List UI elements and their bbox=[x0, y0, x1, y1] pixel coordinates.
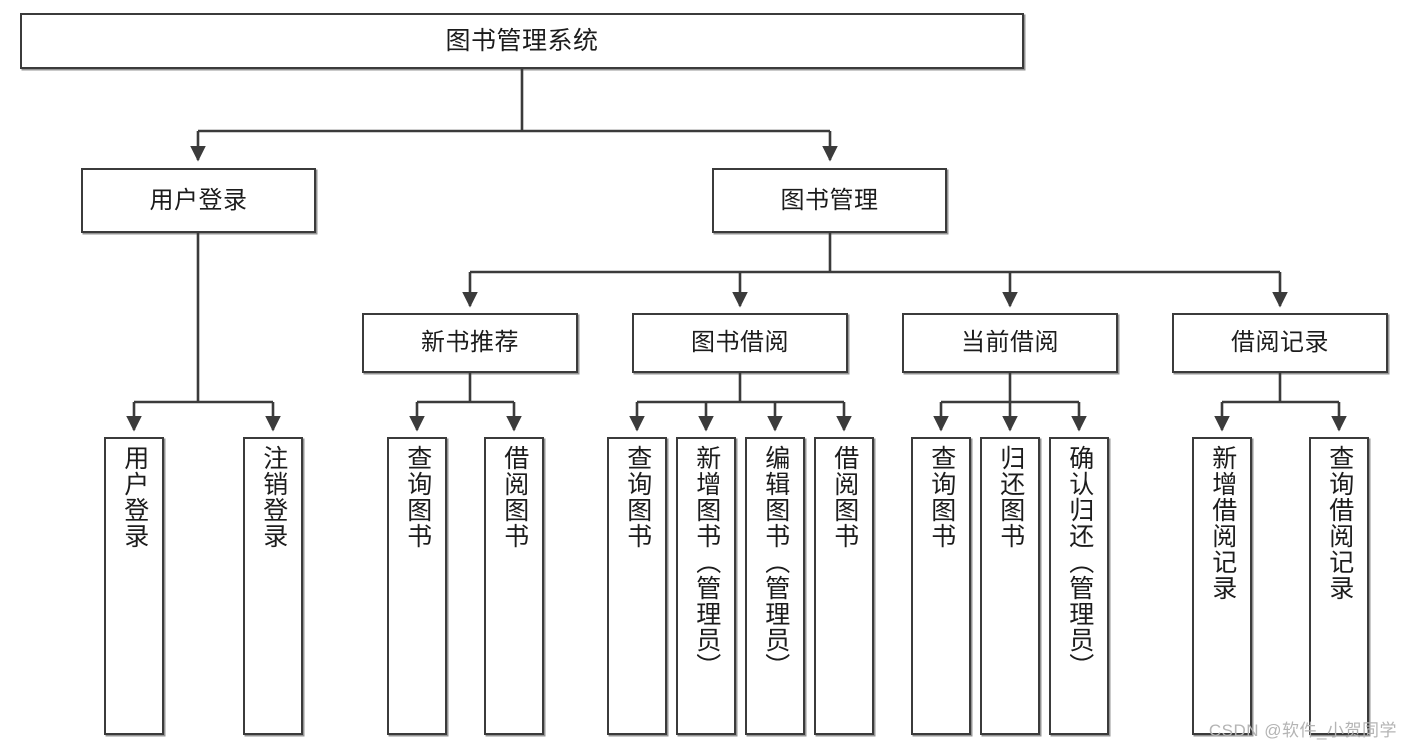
node-borrow-record[interactable]: 借阅记录 bbox=[1172, 313, 1388, 373]
node-book-borrow[interactable]: 图书借阅 bbox=[632, 313, 848, 373]
node-label: 新书推荐 bbox=[421, 329, 519, 357]
leaf-borrow-record-add[interactable]: 新增借阅记录 bbox=[1192, 437, 1252, 735]
leaf-borrow-record-query[interactable]: 查询借阅记录 bbox=[1309, 437, 1369, 735]
node-label: 图书借阅 bbox=[691, 329, 789, 357]
node-label: 归还图书 bbox=[996, 445, 1025, 549]
node-label: 当前借阅 bbox=[961, 329, 1059, 357]
node-label: 新增图书（管理员） bbox=[692, 445, 721, 679]
node-label: 查询图书 bbox=[403, 445, 432, 549]
node-label: 图书管理 bbox=[780, 186, 879, 214]
node-label: 编辑图书（管理员） bbox=[761, 445, 790, 679]
leaf-current-borrow-return[interactable]: 归还图书 bbox=[980, 437, 1040, 735]
node-label: 借阅记录 bbox=[1231, 329, 1329, 357]
node-current-borrow[interactable]: 当前借阅 bbox=[902, 313, 1118, 373]
node-label: 图书管理系统 bbox=[445, 26, 599, 55]
leaf-book-borrow-add[interactable]: 新增图书（管理员） bbox=[676, 437, 736, 735]
leaf-book-borrow-query[interactable]: 查询图书 bbox=[607, 437, 667, 735]
csdn-watermark: CSDN @软件_小贺同学 bbox=[1208, 721, 1397, 740]
node-new-book-recommend[interactable]: 新书推荐 bbox=[362, 313, 578, 373]
node-user-login[interactable]: 用户登录 bbox=[81, 168, 316, 233]
leaf-user-login-login[interactable]: 用户登录 bbox=[104, 437, 164, 735]
node-label: 确认归还（管理员） bbox=[1065, 445, 1094, 679]
node-label: 借阅图书 bbox=[500, 445, 529, 549]
leaf-new-book-borrow[interactable]: 借阅图书 bbox=[484, 437, 544, 735]
leaf-user-login-logout[interactable]: 注销登录 bbox=[243, 437, 303, 735]
node-book-management[interactable]: 图书管理 bbox=[712, 168, 947, 233]
node-root-system[interactable]: 图书管理系统 bbox=[20, 13, 1024, 69]
node-label: 注销登录 bbox=[259, 445, 288, 549]
node-label: 查询借阅记录 bbox=[1325, 445, 1354, 601]
node-label: 用户登录 bbox=[149, 186, 248, 214]
leaf-new-book-query[interactable]: 查询图书 bbox=[387, 437, 447, 735]
node-label: 用户登录 bbox=[120, 445, 149, 549]
leaf-current-borrow-confirm-return[interactable]: 确认归还（管理员） bbox=[1049, 437, 1109, 735]
node-label: 借阅图书 bbox=[830, 445, 859, 549]
node-label: 查询图书 bbox=[623, 445, 652, 549]
leaf-current-borrow-query[interactable]: 查询图书 bbox=[911, 437, 971, 735]
node-label: 查询图书 bbox=[927, 445, 956, 549]
node-label: 新增借阅记录 bbox=[1208, 445, 1237, 601]
leaf-book-borrow-edit[interactable]: 编辑图书（管理员） bbox=[745, 437, 805, 735]
leaf-book-borrow-borrow[interactable]: 借阅图书 bbox=[814, 437, 874, 735]
